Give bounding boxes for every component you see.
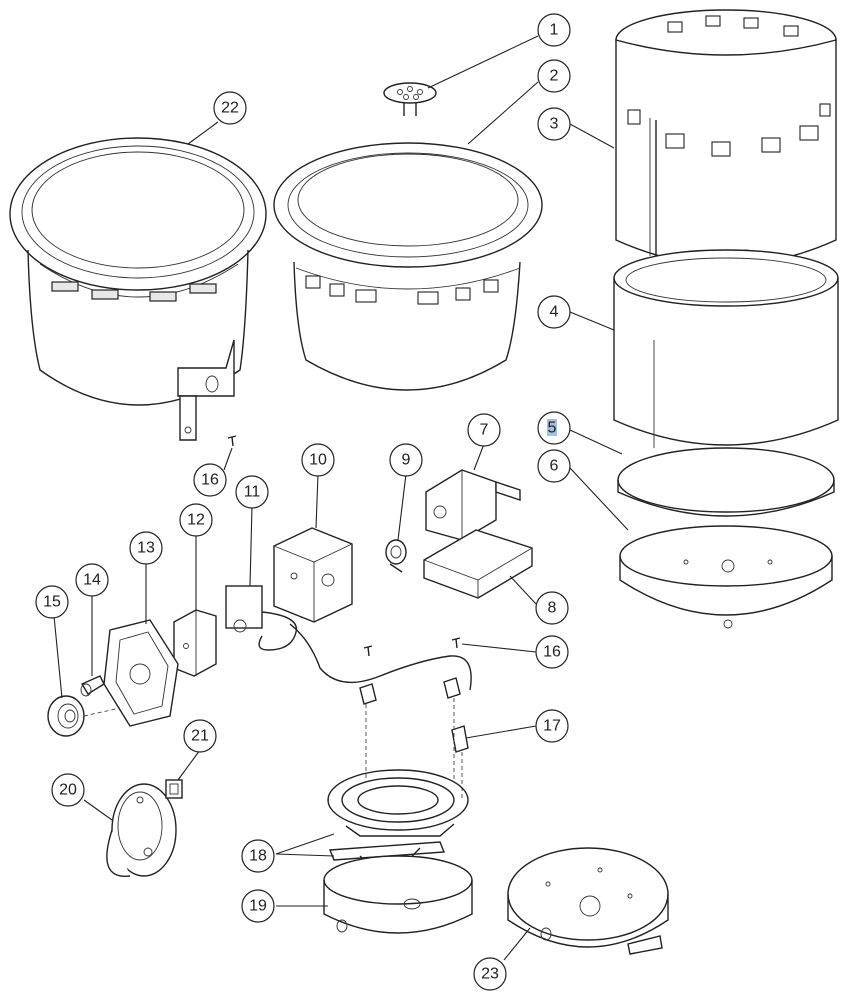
part-1-strainer [383,82,437,116]
callout-circle-16b [535,635,569,669]
callout-circle-10 [301,443,335,477]
screw-16b [451,637,461,649]
callout-label-2: 2 [550,68,559,85]
callout-label-7: 7 [480,422,489,439]
part-12-bracket [173,609,217,677]
part-7-box-cover [425,469,521,541]
callout-circle-22 [213,91,247,125]
part-21-bushing [165,779,183,799]
callout-label-13: 13 [137,540,155,557]
callout-circle-17 [535,709,569,743]
part-2-inner-pan [273,142,543,391]
callout-circle-1 [537,13,571,47]
callout-circle-12 [179,503,213,537]
callout-circle-9 [389,443,423,477]
part-22-well-pan [9,137,267,441]
callout-label-11: 11 [244,484,261,501]
part-9-cord-grip [385,539,407,573]
callout-circle-14 [75,563,109,597]
callout-label-1: 1 [550,22,559,39]
callout-circle-7 [467,413,501,447]
callout-circle-19 [241,889,275,923]
callout-label-19: 19 [249,898,267,915]
part-3-outer-shell [615,9,837,268]
part-13-bezel-plate [103,619,179,727]
callout-circle-4 [537,295,571,329]
callout-label-6: 6 [550,458,559,475]
callout-circle-8 [535,591,569,625]
screw-small [363,645,373,657]
callout-label-3: 3 [550,116,559,133]
callout-label-21: 21 [191,728,209,745]
callout-label-23: 23 [481,966,499,983]
callout-label-9: 9 [402,452,411,469]
part-17-clips [359,677,469,800]
callout-label-17: 17 [543,718,561,735]
callout-label-15: 15 [43,594,61,611]
callout-label-5: 5 [548,420,557,437]
callout-label-16b: 16 [543,644,561,661]
callout-circle-6 [537,449,571,483]
callout-label-4: 4 [550,304,559,321]
part-8-box-base [423,529,533,599]
part-15-knob [47,695,121,737]
callout-circle-23 [473,957,507,991]
part-5-disc [617,447,835,517]
callout-label-8: 8 [548,600,557,617]
callout-circle-20 [51,773,85,807]
part-14-pilot-light [80,675,105,697]
callout-label-14: 14 [83,572,101,589]
screw-16a [227,435,237,447]
callout-5-highlight [547,419,557,436]
part-20-mount-plate [106,783,177,877]
part-11-thermostat [225,585,472,691]
callout-label-22: 22 [221,100,239,117]
part-10-junction-box [273,527,353,623]
callout-circle-18 [241,839,275,873]
callouts: 1 2 3 4 5 6 7 8 9 10 11 12 13 14 15 16 [35,13,629,991]
callout-circle-13 [129,531,163,565]
callout-circle-16a [193,463,227,497]
callout-circle-2 [537,59,571,93]
callout-label-18: 18 [249,848,267,865]
callout-label-12: 12 [187,512,205,529]
part-6-bottom-pan [619,525,833,629]
part-23-base-pan [507,847,669,955]
part-18-heating-element [327,769,469,901]
part-19-reflector-pan [323,855,473,934]
callout-circle-3 [537,107,571,141]
callout-circle-11 [235,475,269,509]
callout-label-16a: 16 [201,472,219,489]
callout-circle-21 [183,719,217,753]
callout-label-10: 10 [309,452,327,469]
part-4-insulation-band [613,249,839,448]
callout-label-20: 20 [59,782,77,799]
callout-circle-15 [35,585,69,619]
